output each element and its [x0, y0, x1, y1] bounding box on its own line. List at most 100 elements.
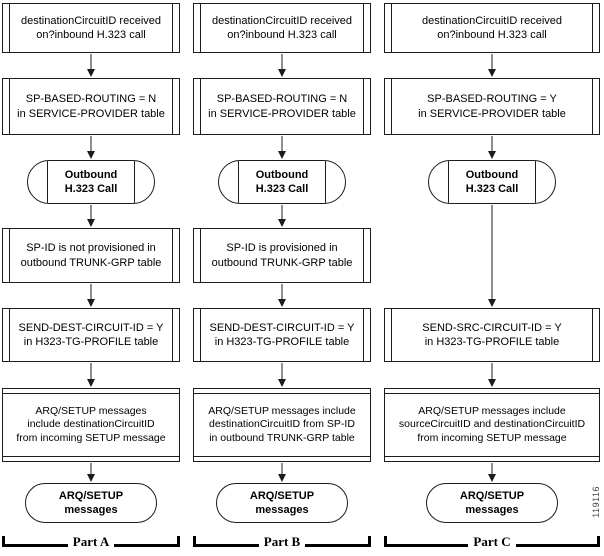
arrow-down — [85, 284, 97, 307]
arrow-head — [278, 379, 286, 387]
inner-rule-right — [172, 309, 173, 361]
bracket-line — [305, 544, 368, 547]
node-send-circuit-id-label: SEND-SRC-CIRCUIT-ID = Y in H323-TG-PROFI… — [422, 321, 562, 348]
arrow-down — [486, 136, 498, 159]
inner-rule-left — [391, 79, 392, 134]
arrow-head — [87, 379, 95, 387]
node-arq-setup-contents-label: ARQ/SETUP messages include destinationCi… — [208, 404, 356, 444]
node-arq-setup-contents: ARQ/SETUP messages include sourceCircuit… — [384, 388, 600, 462]
inner-rule-left — [9, 229, 10, 282]
arrow-down — [276, 205, 288, 227]
arrow-head — [87, 474, 95, 482]
arrow-shaft — [281, 463, 283, 475]
arrow-shaft — [491, 205, 493, 300]
inner-rule-right — [325, 161, 326, 203]
inner-rule-left — [9, 4, 10, 52]
arrow-head — [488, 69, 496, 77]
arrow-down — [85, 54, 97, 77]
node-received: destinationCircuitID received on?inbound… — [2, 3, 180, 53]
inner-rule-left — [9, 79, 10, 134]
flow-column-part-a: destinationCircuitID received on?inbound… — [2, 0, 180, 556]
node-sp-based-routing: SP-BASED-ROUTING = Y in SERVICE-PROVIDER… — [384, 78, 600, 135]
arrow-down — [85, 363, 97, 387]
arrow-shaft — [491, 363, 493, 380]
inner-rule-left — [200, 4, 201, 52]
node-received-label: destinationCircuitID received on?inbound… — [20, 14, 161, 41]
arrow-head — [278, 69, 286, 77]
node-received-label: destinationCircuitID received on?inbound… — [211, 14, 352, 41]
arrow-head — [278, 219, 286, 227]
node-arq-setup-contents: ARQ/SETUP messages include destinationCi… — [193, 388, 371, 462]
node-arq-setup-messages: ARQ/SETUP messages — [216, 483, 348, 523]
part-label: Part A — [72, 534, 110, 549]
bracket-line — [114, 544, 177, 547]
node-received: destinationCircuitID received on?inbound… — [384, 3, 600, 53]
part-label: Part B — [263, 534, 301, 549]
arrow-down — [276, 363, 288, 387]
inner-rule-left — [238, 161, 239, 203]
inner-rule-right — [363, 4, 364, 52]
node-send-circuit-id-label: SEND-DEST-CIRCUIT-ID = Y in H323-TG-PROF… — [209, 321, 355, 348]
arrow-shaft — [491, 136, 493, 152]
node-send-circuit-id: SEND-DEST-CIRCUIT-ID = Y in H323-TG-PROF… — [2, 308, 180, 362]
inner-rule-right — [592, 309, 593, 361]
node-arq-setup-messages-label: ARQ/SETUP messages — [459, 489, 525, 516]
inner-rule-bottom — [3, 456, 179, 457]
inner-rule-right — [172, 229, 173, 282]
node-sp-id-label: SP-ID is provisioned in outbound TRUNK-G… — [211, 242, 353, 269]
arrow-shaft — [281, 363, 283, 380]
arrow-down — [486, 363, 498, 387]
arrow-head — [87, 151, 95, 159]
arrow-shaft — [90, 463, 92, 475]
node-received-label: destinationCircuitID received on?inbound… — [421, 14, 562, 41]
inner-rule-right — [363, 309, 364, 361]
node-sp-based-routing-label: SP-BASED-ROUTING = N in SERVICE-PROVIDER… — [208, 93, 356, 120]
arrow-head — [488, 474, 496, 482]
part-bracket: Part C — [384, 533, 600, 548]
node-outbound-call: Outbound H.323 Call — [27, 160, 155, 204]
figure-number: 119116 — [591, 486, 601, 518]
node-arq-setup-contents: ARQ/SETUP messages include destinationCi… — [2, 388, 180, 462]
inner-rule-left — [391, 4, 392, 52]
arrow-down — [85, 463, 97, 482]
inner-rule-left — [200, 309, 201, 361]
inner-rule-right — [134, 161, 135, 203]
arrow-down — [486, 463, 498, 482]
node-arq-setup-contents-label: ARQ/SETUP messages include sourceCircuit… — [398, 404, 586, 444]
inner-rule-right — [172, 79, 173, 134]
node-outbound-call-label: Outbound H.323 Call — [64, 168, 118, 195]
inner-rule-top — [194, 393, 370, 394]
bracket-line — [387, 544, 469, 547]
bracket-tick-right — [597, 536, 600, 547]
arrow-head — [87, 69, 95, 77]
arrow-down — [276, 284, 288, 307]
node-sp-id: SP-ID is not provisioned in outbound TRU… — [2, 228, 180, 283]
node-arq-setup-messages-label: ARQ/SETUP messages — [249, 489, 315, 516]
inner-rule-right — [363, 79, 364, 134]
arrow-down — [276, 136, 288, 159]
inner-rule-left — [9, 309, 10, 361]
part-bracket: Part A — [2, 533, 180, 549]
arrow-head — [278, 474, 286, 482]
arrow-shaft — [90, 136, 92, 152]
node-sp-based-routing: SP-BASED-ROUTING = N in SERVICE-PROVIDER… — [193, 78, 371, 135]
node-arq-setup-messages-label: ARQ/SETUP messages — [58, 489, 124, 516]
node-sp-id-label: SP-ID is not provisioned in outbound TRU… — [20, 242, 162, 269]
flow-column-part-b: destinationCircuitID received on?inbound… — [193, 0, 371, 556]
arrow-shaft — [281, 284, 283, 300]
node-arq-setup-messages: ARQ/SETUP messages — [426, 483, 558, 523]
bracket-tick-left — [2, 536, 5, 547]
inner-rule-right — [172, 4, 173, 52]
node-outbound-call-label: Outbound H.323 Call — [465, 168, 519, 195]
node-arq-setup-messages: ARQ/SETUP messages — [25, 483, 157, 523]
arrow-shaft — [491, 54, 493, 70]
arrow-shaft — [281, 205, 283, 220]
node-send-circuit-id-label: SEND-DEST-CIRCUIT-ID = Y in H323-TG-PROF… — [18, 321, 164, 348]
arrow-down — [85, 205, 97, 227]
node-received: destinationCircuitID received on?inbound… — [193, 3, 371, 53]
inner-rule-left — [391, 309, 392, 361]
inner-rule-bottom — [194, 456, 370, 457]
node-send-circuit-id: SEND-DEST-CIRCUIT-ID = Y in H323-TG-PROF… — [193, 308, 371, 362]
arrow-head — [87, 299, 95, 307]
inner-rule-right — [535, 161, 536, 203]
